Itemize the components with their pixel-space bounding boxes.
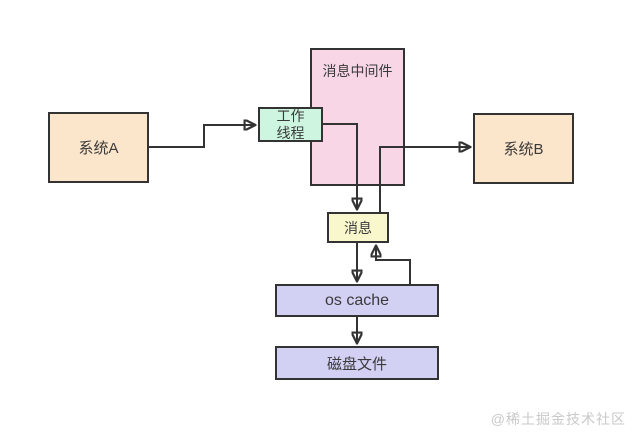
node-disk-file-label: 磁盘文件 xyxy=(326,355,387,373)
node-disk-file: 磁盘文件 xyxy=(275,346,439,380)
node-system-b-label: 系统B xyxy=(503,141,544,158)
node-worker-thread-label: 工作线程 xyxy=(276,107,305,141)
node-os-cache-label: os cache xyxy=(324,291,390,309)
node-middleware-label: 消息中间件 xyxy=(322,63,393,79)
node-system-b: 系统B xyxy=(473,113,574,184)
node-message: 消息 xyxy=(327,212,389,243)
node-os-cache: os cache xyxy=(275,284,439,317)
node-worker-thread: 工作线程 xyxy=(258,107,323,142)
watermark: @稀土掘金技术社区 xyxy=(490,411,626,427)
connector-os-cache-to-message-arrow xyxy=(376,246,411,284)
node-message-label: 消息 xyxy=(344,219,372,236)
connector-system-a-to-worker-thread-arrow xyxy=(148,125,255,148)
connector-worker-thread-to-message-arrow xyxy=(322,123,357,209)
connector-message-to-system-b-arrow xyxy=(379,147,470,213)
node-system-a-label: 系统A xyxy=(78,140,119,157)
node-system-a: 系统A xyxy=(48,112,149,183)
